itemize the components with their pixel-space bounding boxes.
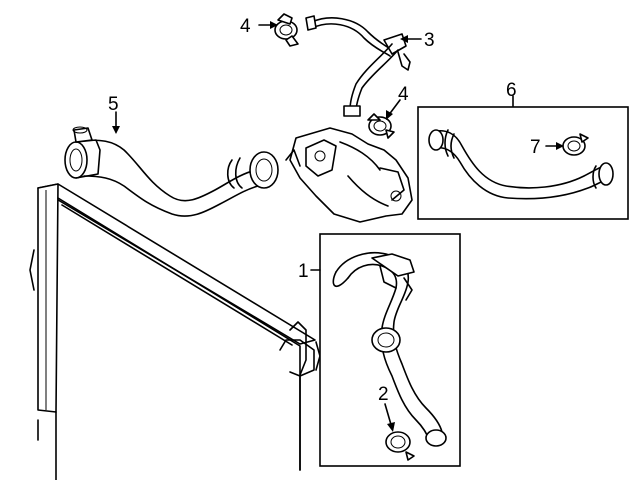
callout-5: 5: [108, 94, 119, 115]
callout-1: 1: [298, 261, 309, 282]
callout-2: 2: [378, 384, 389, 405]
clamp-lower: [367, 113, 395, 139]
water-pump-housing: [285, 127, 413, 223]
callout-6: 6: [506, 80, 517, 101]
upper-radiator-hose: [64, 126, 279, 217]
callout-7: 7: [530, 137, 541, 158]
leader-arrows: [112, 21, 564, 432]
callout-4-upper: 4: [240, 16, 251, 37]
clamp-upper: [274, 13, 299, 47]
bleeder-hose: [305, 15, 411, 117]
kit-box-1: [319, 233, 461, 467]
callout-labels: 5 4 3 4 6 7 1 2: [108, 16, 541, 405]
kit-box-6: [417, 106, 629, 220]
callout-3: 3: [424, 30, 435, 51]
radiator: [29, 183, 321, 480]
callout-4-lower: 4: [398, 84, 409, 105]
